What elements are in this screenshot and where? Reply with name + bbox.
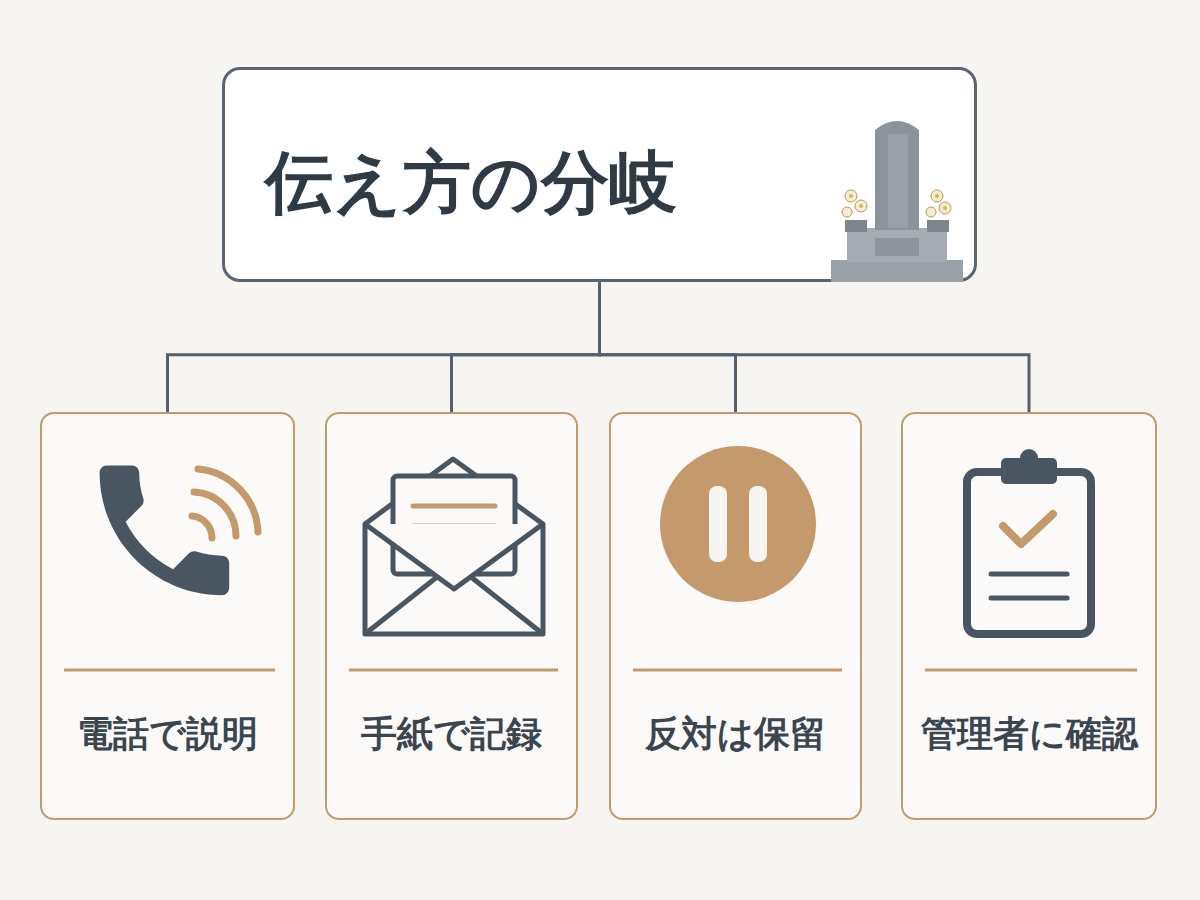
artwork-circle xyxy=(1020,449,1038,467)
branch-label: 反対は保留 xyxy=(611,710,860,759)
title-text: 伝え方の分岐 xyxy=(265,138,677,229)
artwork-path xyxy=(1003,514,1053,544)
tree-connector xyxy=(452,282,600,412)
artwork-g xyxy=(192,469,258,538)
tree-connector xyxy=(168,282,600,412)
artwork-path xyxy=(365,524,543,589)
artwork-circle xyxy=(845,190,857,202)
artwork-rect xyxy=(875,238,919,256)
artwork-circle xyxy=(849,194,853,198)
artwork-path xyxy=(198,469,258,532)
node-artwork xyxy=(611,414,864,822)
clipboard-icon xyxy=(925,449,1137,670)
artwork-line xyxy=(413,504,495,509)
artwork-rect xyxy=(709,486,727,562)
pause-icon xyxy=(633,446,842,670)
node-artwork xyxy=(42,414,297,822)
artwork-rect xyxy=(927,220,949,232)
artwork-circle xyxy=(935,194,939,198)
artwork-g xyxy=(849,194,947,210)
artwork-circle xyxy=(939,202,951,214)
artwork-rect xyxy=(831,260,963,282)
artwork-line xyxy=(349,669,558,672)
artwork-line xyxy=(633,669,842,672)
artwork-path xyxy=(194,492,236,536)
artwork-circle xyxy=(931,190,943,202)
branch-box: 電話で説明 xyxy=(40,412,295,820)
node-artwork xyxy=(903,414,1159,822)
artwork-path xyxy=(100,466,230,596)
tree-connector xyxy=(600,282,736,412)
branch-box: 反対は保留 xyxy=(609,412,862,820)
artwork-rect xyxy=(845,220,867,232)
branch-box: 管理者に確認 xyxy=(901,412,1157,820)
branch-label: 電話で説明 xyxy=(42,710,293,759)
grave-illustration xyxy=(831,121,963,282)
branch-label: 管理者に確認 xyxy=(903,710,1155,759)
artwork-rect xyxy=(847,228,947,262)
title-box: 伝え方の分岐 xyxy=(222,67,977,282)
artwork-line xyxy=(64,669,275,672)
artwork-circle xyxy=(842,207,852,217)
artwork-path xyxy=(365,459,543,634)
artwork-path xyxy=(192,516,212,538)
artwork-line xyxy=(925,669,1137,672)
artwork-circle xyxy=(926,207,936,217)
artwork-g xyxy=(991,574,1067,598)
artwork-g xyxy=(842,190,951,217)
artwork-circle xyxy=(660,446,816,602)
branch-label: 手紙で記録 xyxy=(327,710,576,759)
node-artwork xyxy=(327,414,580,822)
artwork-path xyxy=(875,121,919,230)
artwork-path xyxy=(365,577,543,634)
branch-box: 手紙で記録 xyxy=(325,412,578,820)
artwork-circle xyxy=(855,200,867,212)
artwork-circle xyxy=(859,204,863,208)
artwork-rect xyxy=(967,472,1091,634)
tree-connector xyxy=(600,282,1030,412)
artwork-circle xyxy=(943,206,947,210)
artwork-rect xyxy=(749,486,767,562)
artwork-rect xyxy=(888,134,908,228)
artwork-line xyxy=(991,596,1067,601)
envelope-icon xyxy=(349,459,558,670)
artwork-line xyxy=(991,572,1067,577)
phone-icon xyxy=(64,466,275,670)
